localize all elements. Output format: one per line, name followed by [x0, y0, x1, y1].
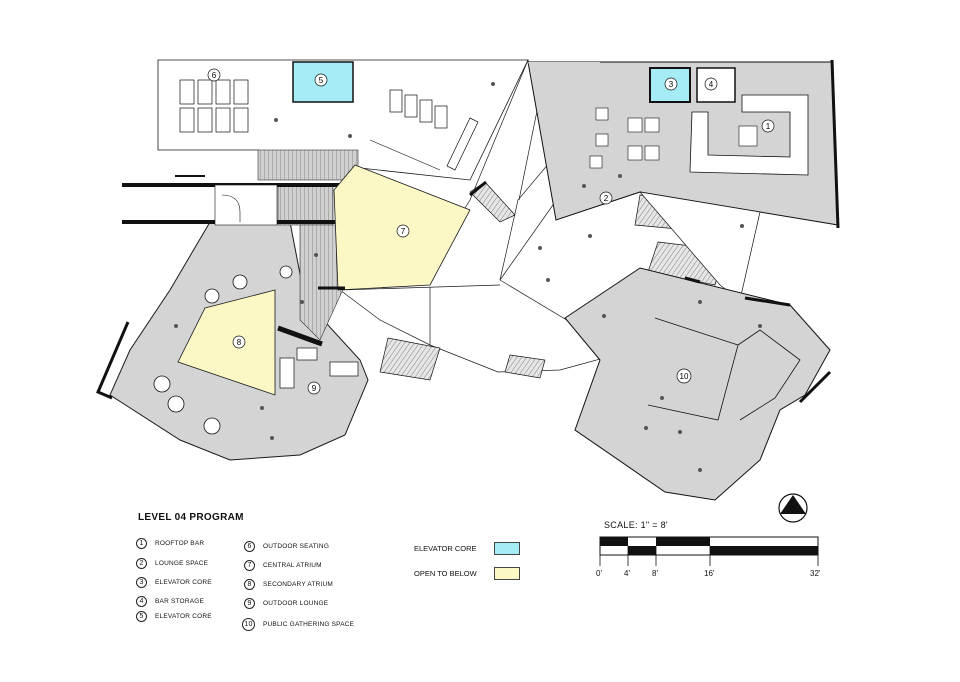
svg-text:8: 8 [237, 338, 242, 347]
key-open-below-label: OPEN TO BELOW [414, 569, 477, 578]
legend-label: ELEVATOR CORE [155, 579, 212, 586]
stair-2 [379, 337, 441, 381]
north-arrow-icon [778, 493, 808, 523]
legend-label: ELEVATOR CORE [155, 613, 212, 620]
plan-label-4: 4 [704, 77, 718, 91]
scale-tick-8: 8' [652, 569, 658, 578]
plan-label-2: 2 [599, 191, 613, 205]
legend-item-lounge-space: 2 LOUNGE SPACE [136, 558, 208, 569]
svg-text:5: 5 [319, 76, 324, 85]
legend-num: 10 [242, 618, 255, 631]
open-below-secondary-atrium [177, 289, 276, 396]
scale-tick-32: 32' [810, 569, 821, 578]
legend-num: 3 [136, 577, 147, 588]
legend-item-outdoor-lounge: 9 OUTDOOR LOUNGE [244, 598, 328, 609]
svg-text:2: 2 [604, 194, 609, 203]
legend-num: 1 [136, 538, 147, 549]
hatched-corridor [257, 149, 359, 181]
trees-planters [153, 265, 293, 435]
plan-label-5: 5 [314, 73, 328, 87]
legend-item-elevator-core-5: 5 ELEVATOR CORE [136, 611, 212, 622]
key-elevator-swatch [494, 542, 520, 555]
legend-item-central-atrium: 7 CENTRAL ATRIUM [244, 560, 322, 571]
legend-item-public-gathering: 10 PUBLIC GATHERING SPACE [242, 618, 354, 631]
plan-label-6: 6 [207, 68, 221, 82]
legend-num: 5 [136, 611, 147, 622]
key-open-below-swatch [494, 567, 520, 580]
svg-text:3: 3 [669, 80, 674, 89]
outdoor-lounge-furniture [279, 347, 359, 389]
scale-title: SCALE: 1" = 8' [604, 520, 668, 530]
legend-label: OUTDOOR SEATING [263, 543, 330, 550]
svg-text:4: 4 [709, 80, 714, 89]
legend-num: 4 [136, 596, 147, 607]
legend-item-bar-storage: 4 BAR STORAGE [136, 596, 204, 607]
legend-item-outdoor-seating: 6 OUTDOOR SEATING [244, 541, 329, 552]
legend-num: 8 [244, 579, 255, 590]
outdoor-seating-loungers [179, 79, 448, 133]
planter-bench [446, 117, 479, 171]
scale-tick-4: 4' [624, 569, 630, 578]
plan-label-8: 8 [232, 335, 246, 349]
legend-item-secondary-atrium: 8 SECONDARY ATRIUM [244, 579, 333, 590]
hatched-ramp [299, 224, 346, 341]
legend-label: LOUNGE SPACE [155, 560, 209, 567]
plan-label-3: 3 [664, 77, 678, 91]
legend-label: ROOFTOP BAR [155, 540, 205, 547]
legend-label: OUTDOOR LOUNGE [263, 600, 329, 607]
deck-divider [369, 139, 441, 171]
key-open-below: OPEN TO BELOW [414, 567, 520, 580]
plan-label-10: 10 [676, 368, 692, 384]
plan-room-labels: 1 2 3 4 5 6 7 8 9 10 [207, 68, 775, 395]
west-bridges [122, 175, 360, 226]
people-figures [174, 82, 762, 472]
scale-tick-0: 0' [596, 569, 602, 578]
scale-bar [599, 536, 819, 566]
svg-text:6: 6 [212, 71, 217, 80]
legend-num: 2 [136, 558, 147, 569]
scale-tick-16: 16' [704, 569, 715, 578]
key-elevator-label: ELEVATOR CORE [414, 544, 477, 553]
plan-label-7: 7 [396, 224, 410, 238]
svg-text:10: 10 [680, 372, 689, 381]
legend-label: PUBLIC GATHERING SPACE [263, 621, 355, 628]
legend-item-elevator-core-3: 3 ELEVATOR CORE [136, 577, 212, 588]
legend-num: 7 [244, 560, 255, 571]
svg-text:1: 1 [766, 122, 771, 131]
hatched-corridor-2 [277, 184, 334, 226]
key-elevator-core: ELEVATOR CORE [414, 542, 520, 555]
plan-label-9: 9 [307, 381, 321, 395]
legend-label: SECONDARY ATRIUM [263, 581, 334, 588]
svg-text:7: 7 [401, 227, 406, 236]
public-gathering-deck [564, 267, 832, 501]
bar-furniture [589, 107, 758, 169]
stair-5 [504, 354, 546, 379]
rooftop-bar-counter [689, 94, 809, 176]
legend-label: BAR STORAGE [155, 598, 205, 605]
svg-text:9: 9 [312, 384, 317, 393]
legend-label: CENTRAL ATRIUM [263, 562, 322, 569]
plan-label-1: 1 [761, 119, 775, 133]
legend-num: 9 [244, 598, 255, 609]
legend-item-rooftop-bar: 1 ROOFTOP BAR [136, 538, 204, 549]
legend-title: LEVEL 04 PROGRAM [138, 512, 244, 523]
legend-num: 6 [244, 541, 255, 552]
